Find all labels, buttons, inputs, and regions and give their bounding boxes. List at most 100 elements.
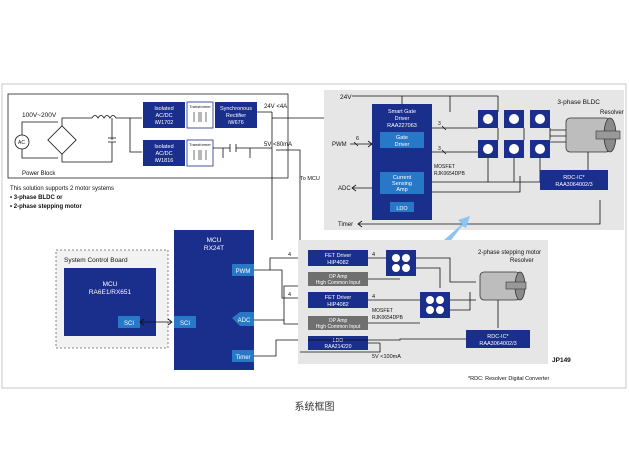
mcu-rx24t-line-2: RX24T xyxy=(204,245,224,252)
gate-driver-line-1: Smart Gate xyxy=(388,109,416,115)
opamp2-line-2: High Common Input xyxy=(316,324,361,330)
mcu-ra6e1 xyxy=(64,268,156,336)
isolated1-line-2: AC/DC xyxy=(155,113,172,119)
amp-line-1: Current xyxy=(393,175,412,181)
to-mcu-label: To MCU xyxy=(300,176,320,182)
stepper-mosfet-line-2: RJK0654DPB xyxy=(372,315,404,321)
stepper-ldo-line-1: LDO xyxy=(333,338,343,344)
transformer-2 xyxy=(186,139,214,167)
adc-port-label: ADC xyxy=(238,318,251,324)
stepper-resolver-label: Resolver xyxy=(510,258,534,264)
sci-port-main xyxy=(174,316,196,328)
isolated-acdc-2 xyxy=(143,140,185,166)
bldc-mosfet-bridge xyxy=(478,110,550,158)
stepper-5v-label: 5V <100mA xyxy=(372,354,401,360)
isolated-acdc-1 xyxy=(143,102,185,128)
synchronous-rectifier xyxy=(215,102,257,128)
gate-driver-line-3: RAA227063 xyxy=(387,123,417,129)
inductor-icon xyxy=(91,115,130,119)
bldc-motor-title: 3-phase BLDC xyxy=(557,99,600,106)
connector-arrow-icon xyxy=(444,216,470,244)
drv-count-1: 4 xyxy=(372,252,375,258)
timer-port xyxy=(232,350,254,362)
fet-driver-1 xyxy=(308,250,368,266)
support-note-line-2: • 3-phase BLDC or xyxy=(10,195,63,201)
pwm-count-2: 4 xyxy=(288,292,291,298)
syncrect-line-3: iW676 xyxy=(228,120,244,126)
pwm-port-label: PWM xyxy=(236,269,251,275)
bldc-bus-3a: 3 xyxy=(438,121,441,127)
bldc-pwm-label: PWM xyxy=(332,142,347,148)
gate-sub-line-1: Gate xyxy=(396,135,408,141)
bldc-region xyxy=(324,90,624,230)
support-note-line-3: • 2-phase stepping motor xyxy=(10,204,82,210)
bldc-24v-label: 24V xyxy=(340,94,352,101)
stepper-rdc-ic xyxy=(466,330,530,348)
board-id: JP149 xyxy=(552,357,571,364)
current-sensing-amp xyxy=(380,172,424,194)
transformer1-label: Transformer xyxy=(189,104,211,109)
opamp2-line-1: OP Amp xyxy=(329,318,348,324)
footnote: *RDC: Resolver Digital Converter xyxy=(468,376,549,382)
gate-driver-line-2: Driver xyxy=(395,116,410,122)
timer-port-label: Timer xyxy=(235,355,250,361)
gate-sub-line-2: Driver xyxy=(395,142,410,148)
stepper-rdc-line-1: RDC-IC* xyxy=(487,334,509,340)
isolated2-line-1: Isolated xyxy=(154,144,173,150)
bldc-bus-3b: 3 xyxy=(438,146,441,152)
fet-driver-2 xyxy=(308,292,368,308)
transformer2-label: Transformer xyxy=(189,142,211,147)
stepper-mosfet-bridge xyxy=(386,250,450,318)
mcu-ra6e1-line-1: MCU xyxy=(103,281,118,288)
bldc-resolver-label: Resolver xyxy=(600,110,624,116)
stepper-motor-title: 2-phase stepping motor xyxy=(478,250,541,256)
figure-caption: 系统框图 xyxy=(294,402,335,413)
fet2-line-1: FET Driver xyxy=(325,295,352,301)
sci-main-label: SCI xyxy=(180,321,190,327)
bldc-rdc-line-1: RDC-IC* xyxy=(563,175,585,181)
support-note-line-1: This solution supports 2 motor systems xyxy=(10,186,114,192)
mcu-rx24t xyxy=(174,230,254,370)
sci-left-label: SCI xyxy=(124,321,134,327)
op-amp-1 xyxy=(308,272,368,286)
ac-symbol: AC xyxy=(18,140,25,146)
amp-line-3: Amp xyxy=(396,187,407,193)
bldc-pwm-count: 6 xyxy=(356,136,359,142)
system-control-title: System Control Board xyxy=(64,257,128,264)
rail-5v-label: 5V <80mA xyxy=(264,142,292,148)
isolated1-line-1: Isolated xyxy=(154,106,173,112)
smart-gate-driver xyxy=(372,104,432,220)
mcu-rx24t-line-1: MCU xyxy=(207,237,222,244)
stepper-rdc-line-2: RAA3064002/3 xyxy=(479,341,516,347)
diagram-canvas: 100V~200V AC Isolated AC/DC iW1702 Trans… xyxy=(1,83,627,389)
bridge-rectifier-icon xyxy=(47,125,77,155)
bldc-rdc-ic xyxy=(540,170,608,190)
isolated2-line-2: AC/DC xyxy=(155,151,172,157)
rail-24v-label: 24V <4A xyxy=(264,104,287,110)
input-voltage-label: 100V~200V xyxy=(22,112,57,119)
bldc-ldo-label: LDO xyxy=(396,206,408,212)
sci-port-left xyxy=(118,316,140,328)
bldc-motor-icon xyxy=(565,117,621,153)
isolated2-line-3: iW1816 xyxy=(155,158,174,164)
drv-count-2: 4 xyxy=(372,294,375,300)
pwm-count-1: 4 xyxy=(288,252,291,258)
power-block-label: Power Block xyxy=(22,171,56,177)
bldc-mosfet-line-2: RJK0654DPB xyxy=(434,171,466,177)
stepper-mosfet-line-1: MOSFET xyxy=(372,308,393,314)
stepper-motor-icon xyxy=(479,271,527,301)
stepper-ldo xyxy=(308,336,368,350)
transformer-1 xyxy=(186,101,214,129)
bldc-ldo xyxy=(390,202,414,212)
amp-line-2: Sensing xyxy=(392,181,412,187)
stepper-ldo-line-2: RAA214220 xyxy=(325,344,352,350)
opamp1-line-1: OP Amp xyxy=(329,274,348,280)
isolated1-line-3: iW1702 xyxy=(155,120,174,126)
op-amp-2 xyxy=(308,316,368,330)
opamp1-line-2: High Common Input xyxy=(316,280,361,286)
bldc-mosfet-line-1: MOSFET xyxy=(434,164,455,170)
fet1-line-2: HIP4082 xyxy=(327,260,348,266)
fet2-line-2: HIP4082 xyxy=(327,302,348,308)
fet1-line-1: FET Driver xyxy=(325,253,352,259)
pwm-port xyxy=(232,264,254,276)
